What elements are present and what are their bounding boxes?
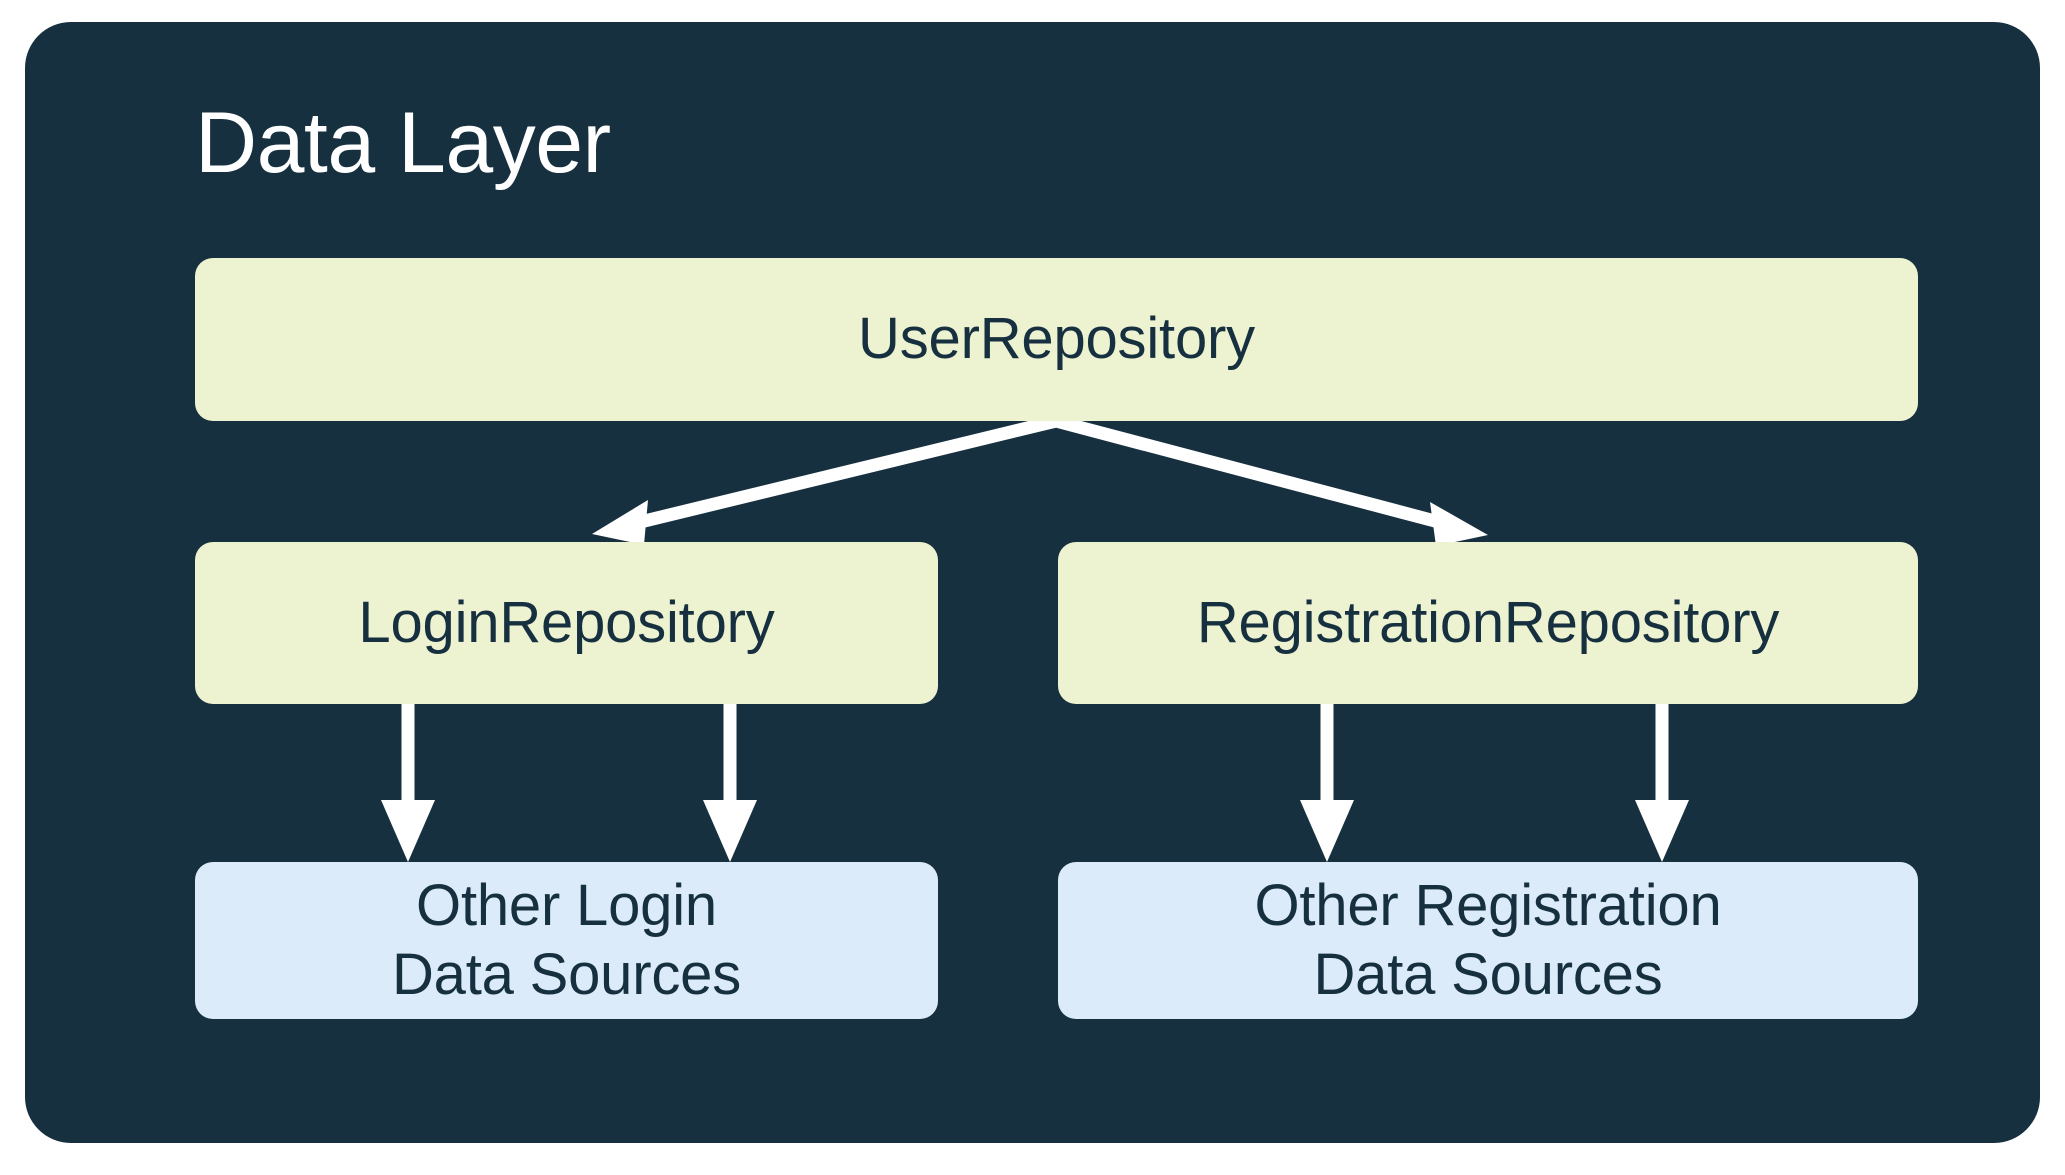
node-user-repository[interactable]: UserRepository <box>195 258 1918 421</box>
node-other-login-sources-line2: Data Sources <box>392 941 741 1007</box>
page-title: Data Layer <box>195 95 611 191</box>
node-other-login-sources-label: Other Login Data Sources <box>392 872 741 1009</box>
node-other-login-sources[interactable]: Other Login Data Sources <box>195 862 938 1019</box>
node-other-registration-sources-line1: Other Registration <box>1254 873 1722 939</box>
node-login-repository-label: LoginRepository <box>358 589 775 655</box>
node-user-repository-label: UserRepository <box>858 306 1255 372</box>
node-other-registration-sources-line2: Data Sources <box>1313 941 1663 1007</box>
node-registration-repository-label: RegistrationRepository <box>1196 589 1780 655</box>
node-other-login-sources-line1: Other Login <box>416 873 717 939</box>
node-other-registration-sources[interactable]: Other Registration Data Sources <box>1058 862 1918 1019</box>
node-other-registration-sources-label: Other Registration Data Sources <box>1254 872 1721 1009</box>
node-registration-repository[interactable]: RegistrationRepository <box>1058 542 1918 704</box>
node-login-repository[interactable]: LoginRepository <box>195 542 938 704</box>
